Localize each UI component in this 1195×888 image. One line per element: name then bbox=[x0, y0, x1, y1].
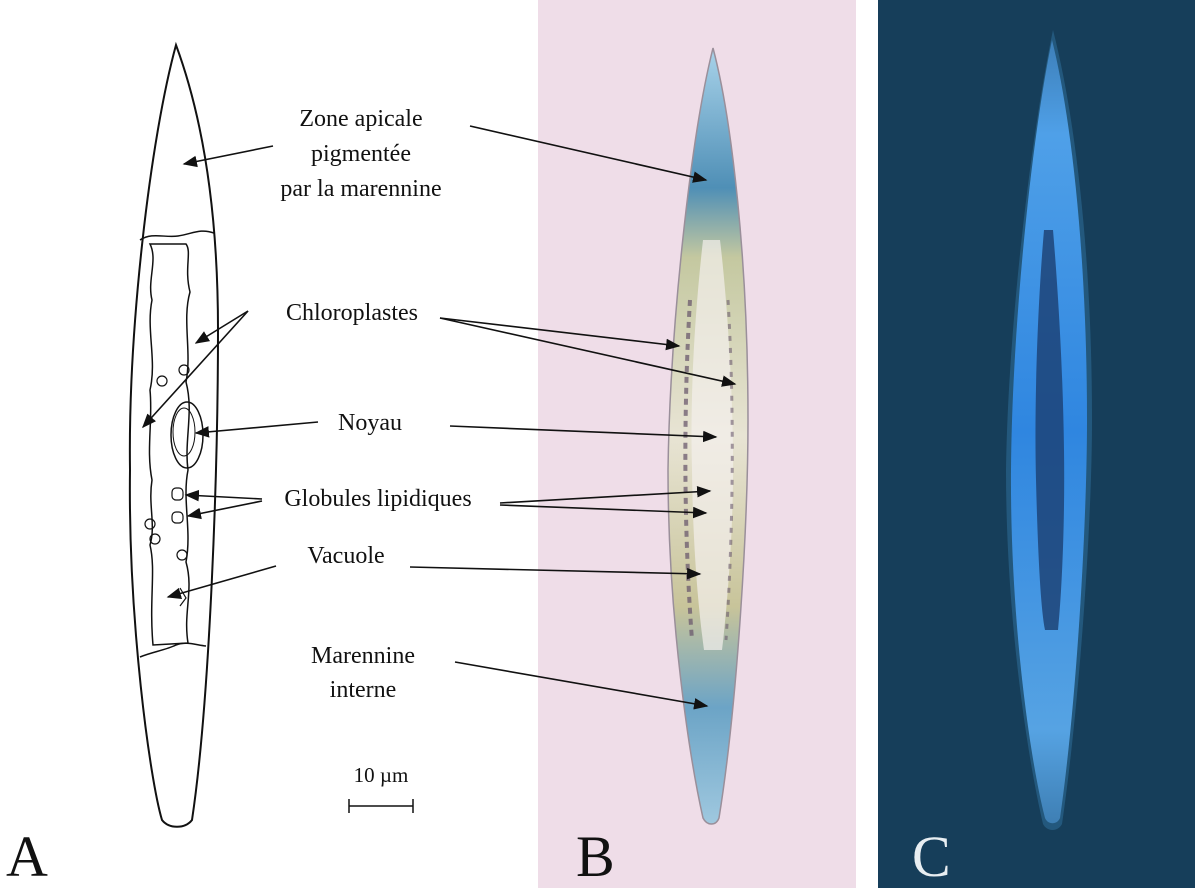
label-chloroplastes: Chloroplastes bbox=[286, 300, 418, 326]
arrow-zone-apicale-a bbox=[184, 146, 273, 164]
lipid-globule bbox=[157, 376, 167, 386]
apical-zone-line-top bbox=[140, 231, 214, 240]
arrow-globules-a2 bbox=[188, 501, 262, 516]
label-vacuole: Vacuole bbox=[307, 543, 384, 569]
panel-letter-a: A bbox=[6, 824, 48, 888]
panel-letter-b: B bbox=[576, 824, 615, 888]
panel-a: 10 µm A bbox=[6, 45, 413, 888]
label-zone-apicale: par la marennine bbox=[280, 176, 441, 202]
label-marennine: interne bbox=[330, 677, 397, 703]
panel-c: C bbox=[878, 0, 1195, 888]
vacuole-edge bbox=[180, 588, 186, 606]
arrow-chloroplastes-a2 bbox=[143, 311, 248, 427]
apical-zone-line-bottom bbox=[140, 643, 206, 657]
label-noyau: Noyau bbox=[338, 410, 402, 436]
lipid-globule bbox=[172, 512, 183, 523]
lipid-globule bbox=[172, 488, 183, 500]
arrow-globules-a1 bbox=[186, 495, 262, 499]
label-globules: Globules lipidiques bbox=[284, 486, 471, 512]
label-zone-apicale: Zone apicale bbox=[299, 106, 422, 132]
panel-letter-c: C bbox=[912, 824, 951, 888]
panel-b: B bbox=[538, 0, 856, 888]
arrow-noyau-a bbox=[196, 422, 318, 433]
label-zone-apicale: pigmentée bbox=[311, 141, 411, 167]
arrow-vacuole-a bbox=[168, 566, 276, 597]
arrow-chloroplastes-a1 bbox=[196, 311, 248, 343]
cell-outline bbox=[130, 45, 218, 827]
scale-bar-label: 10 µm bbox=[354, 763, 409, 787]
lipid-globule bbox=[177, 550, 187, 560]
nucleus-inner bbox=[173, 408, 195, 456]
lipid-globule bbox=[145, 519, 155, 529]
label-marennine: Marennine bbox=[311, 643, 415, 669]
chloroplast-outline bbox=[149, 244, 190, 645]
